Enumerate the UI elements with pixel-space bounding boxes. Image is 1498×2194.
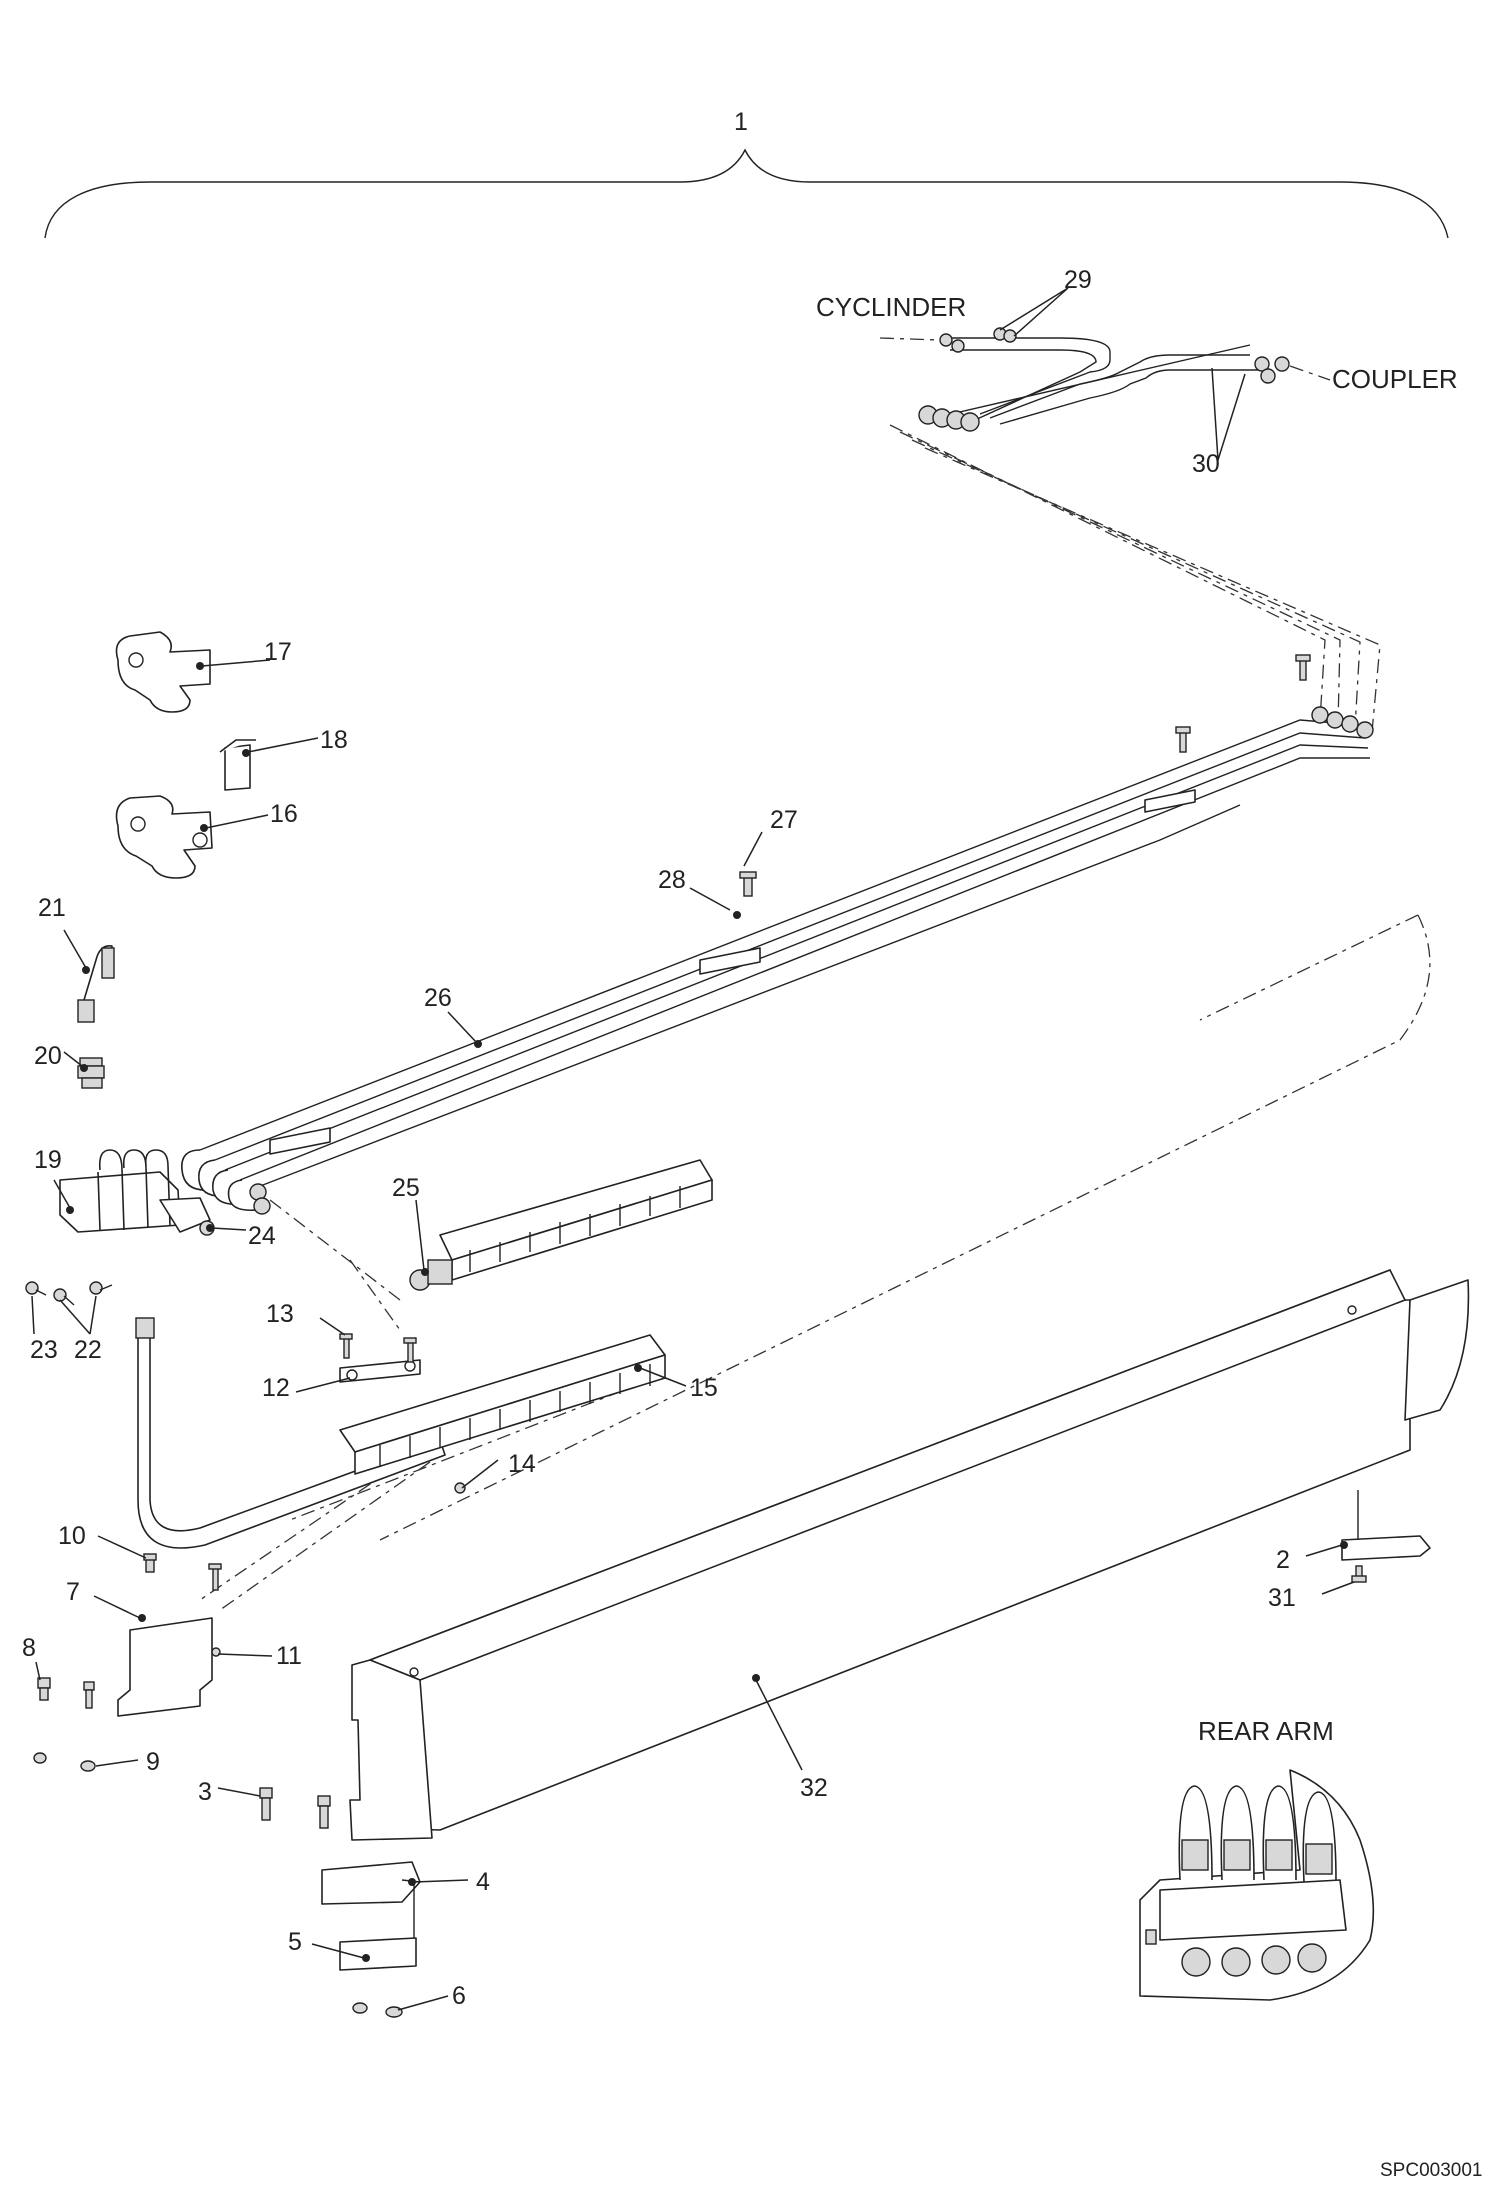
wedge-4 bbox=[321, 1861, 421, 1905]
callout-24: 24 bbox=[248, 1222, 276, 1250]
label-rear-arm: REAR ARM bbox=[1198, 1716, 1334, 1746]
callout-15: 15 bbox=[690, 1374, 718, 1402]
callout-6: 6 bbox=[452, 1982, 466, 2010]
callout-12: 12 bbox=[262, 1374, 290, 1402]
bracket-16 bbox=[115, 795, 213, 879]
fitting-21 bbox=[77, 944, 115, 1023]
bolt-8 bbox=[37, 1677, 95, 1709]
assembly-brace bbox=[44, 148, 1449, 239]
upper-pipe-set bbox=[879, 327, 1381, 733]
bolt-31 bbox=[1351, 1565, 1367, 1583]
callout-2: 2 bbox=[1276, 1546, 1290, 1574]
bracket-7 bbox=[117, 1617, 213, 1717]
callout-27: 27 bbox=[770, 806, 798, 834]
plate-5 bbox=[339, 1880, 417, 1971]
label-cylinder: CYCLINDER bbox=[816, 292, 966, 322]
callout-26: 26 bbox=[424, 984, 452, 1012]
drawing-code: SPC003001 bbox=[1380, 2160, 1482, 2181]
bracket-17 bbox=[115, 631, 211, 713]
bolt-top-right bbox=[1175, 654, 1311, 753]
callout-30: 30 bbox=[1192, 450, 1220, 478]
callout-29: 29 bbox=[1064, 266, 1092, 294]
callout-13: 13 bbox=[266, 1300, 294, 1328]
bracket-12 bbox=[339, 1359, 421, 1383]
callout-17: 17 bbox=[264, 638, 292, 666]
clip-18 bbox=[219, 739, 256, 791]
washer-9 bbox=[33, 1752, 96, 1772]
label-coupler: COUPLER bbox=[1332, 364, 1458, 394]
callout-16: 16 bbox=[270, 800, 298, 828]
arm-outline-dashed bbox=[379, 914, 1431, 1541]
callout-4: 4 bbox=[476, 1868, 490, 1896]
bolt-10 bbox=[143, 1553, 157, 1573]
callout-22: 22 bbox=[74, 1336, 102, 1364]
callout-31: 31 bbox=[1268, 1584, 1296, 1612]
bolts-3 bbox=[259, 1787, 331, 1829]
callout-7: 7 bbox=[66, 1578, 80, 1606]
rear-arm-inset bbox=[1139, 1769, 1375, 2001]
block-2 bbox=[1341, 1490, 1431, 1561]
long-hose-set bbox=[181, 706, 1374, 1215]
callout-8: 8 bbox=[22, 1634, 36, 1662]
callout-9: 9 bbox=[146, 1748, 160, 1776]
callout-32: 32 bbox=[800, 1774, 828, 1802]
bolts-22-23 bbox=[25, 1281, 113, 1306]
callout-14: 14 bbox=[508, 1450, 536, 1478]
nut-14 bbox=[454, 1482, 466, 1494]
callout-25: 25 bbox=[392, 1174, 420, 1202]
callout-21: 21 bbox=[38, 894, 66, 922]
callout-20: 20 bbox=[34, 1042, 62, 1070]
bolt-27 bbox=[739, 871, 757, 897]
callout-11: 11 bbox=[276, 1642, 302, 1670]
manifold-19 bbox=[59, 1149, 215, 1236]
callout-28: 28 bbox=[658, 866, 686, 894]
cable-carrier-25 bbox=[409, 1159, 713, 1291]
callout-18: 18 bbox=[320, 726, 348, 754]
pipe-lower bbox=[135, 1317, 446, 1549]
arm-32 bbox=[349, 1269, 1470, 1841]
leaders bbox=[31, 287, 1355, 2011]
callout-19: 19 bbox=[34, 1146, 62, 1174]
callout-23: 23 bbox=[30, 1336, 58, 1364]
callout-5: 5 bbox=[288, 1928, 302, 1956]
callout-1: 1 bbox=[734, 108, 748, 136]
union-20 bbox=[77, 1057, 105, 1089]
bolt-11 bbox=[208, 1563, 222, 1657]
callout-3: 3 bbox=[198, 1778, 212, 1806]
screws-13 bbox=[339, 1333, 417, 1363]
washers-6 bbox=[352, 2002, 403, 2018]
callout-10: 10 bbox=[58, 1522, 86, 1550]
washer-28 bbox=[733, 911, 741, 919]
cable-carrier-15 bbox=[339, 1334, 666, 1475]
